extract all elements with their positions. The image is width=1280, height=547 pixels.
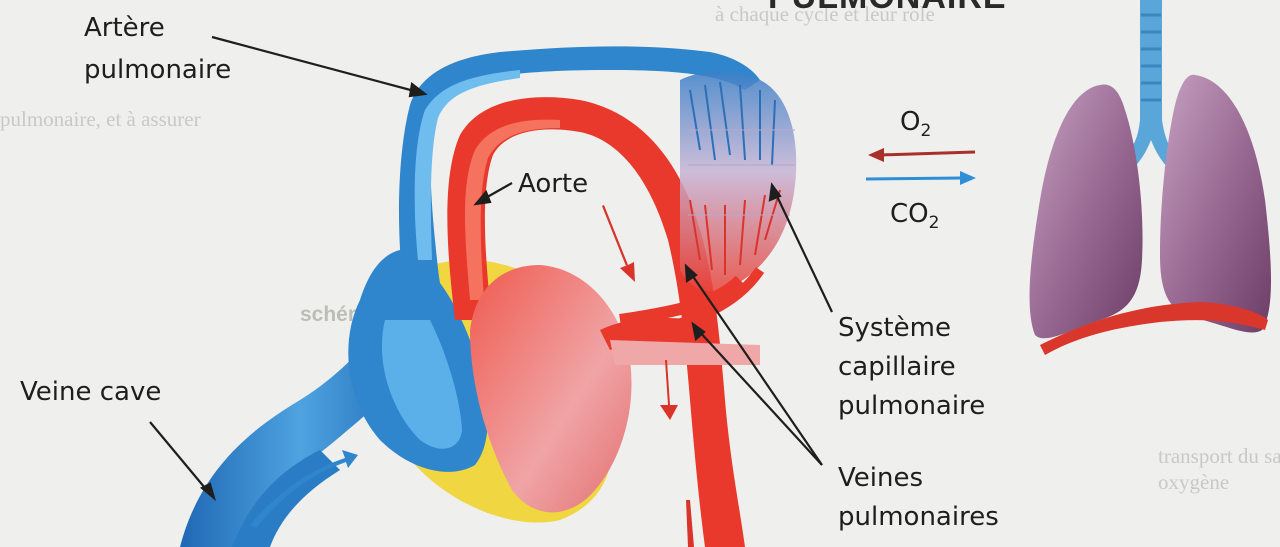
co2-arrow-right-icon xyxy=(866,171,976,185)
capillary-bed xyxy=(680,72,796,292)
o2-arrow-left-icon xyxy=(868,148,975,162)
label-systeme-capillaire-3: pulmonaire xyxy=(838,388,985,424)
label-veines-pulmonaires-2: pulmonaires xyxy=(838,499,999,535)
label-aorte: Aorte xyxy=(518,166,588,202)
lung-left xyxy=(1030,84,1143,338)
lung-right xyxy=(1160,75,1271,333)
label-systeme-capillaire-1: Système xyxy=(838,310,951,346)
heart-red-right-branch xyxy=(610,340,760,365)
label-artere-pulmonaire-1: Artère xyxy=(84,10,165,46)
label-systeme-capillaire-2: capillaire xyxy=(838,349,956,385)
label-veine-cave: Veine cave xyxy=(20,374,161,410)
label-veines-pulmonaires-1: Veines xyxy=(838,460,923,496)
label-co2: CO2 xyxy=(890,196,939,241)
label-o2: O2 xyxy=(900,104,931,149)
label-artere-pulmonaire-2: pulmonaire xyxy=(84,52,231,88)
lungs-illustration xyxy=(1030,0,1271,355)
